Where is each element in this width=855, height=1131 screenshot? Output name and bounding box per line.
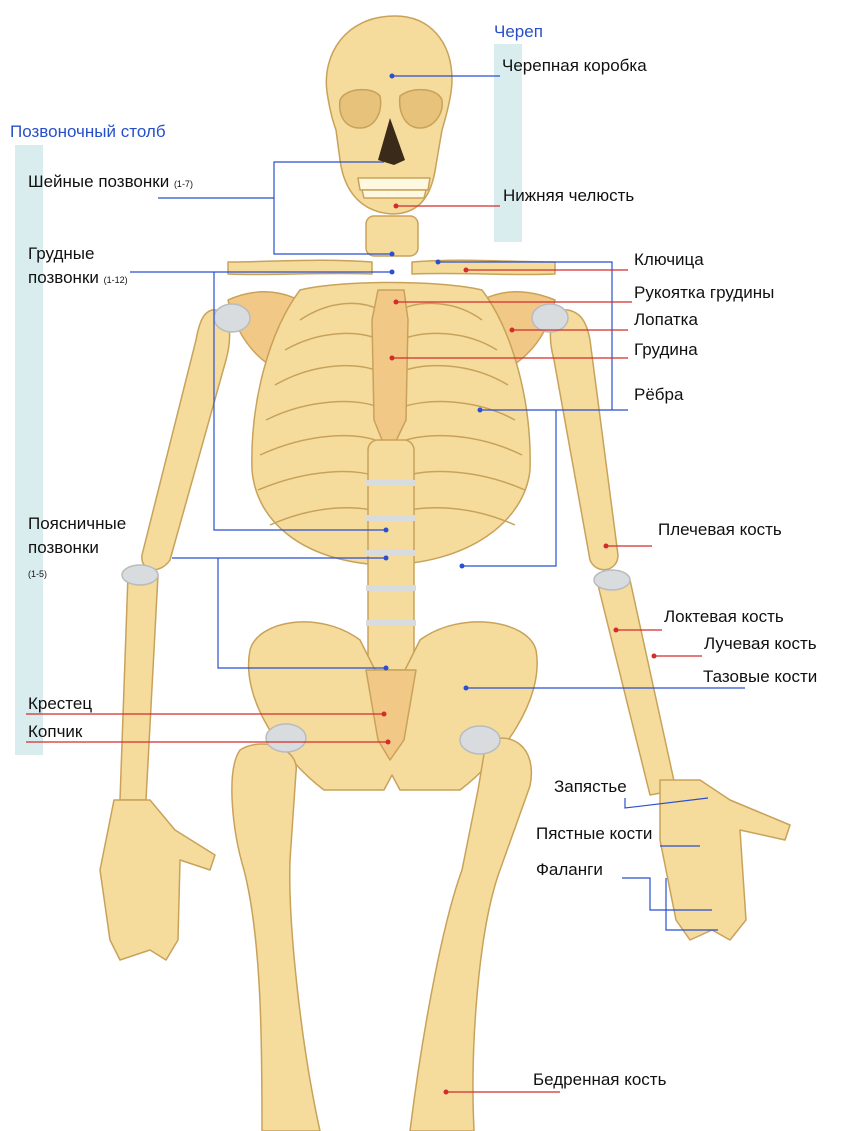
label-thoracic-line1: Грудные <box>28 244 94 264</box>
label-femur: Бедренная кость <box>533 1070 666 1090</box>
label-lumbar-line2: позвонки <box>28 538 99 558</box>
sternum <box>372 290 408 445</box>
femur-right <box>410 738 531 1131</box>
label-phalanges: Фаланги <box>536 860 603 880</box>
label-ribs: Рёбра <box>634 385 683 405</box>
label-sacrum: Крестец <box>28 694 92 714</box>
spine-group-title: Позвоночный столб <box>10 122 166 142</box>
label-coccyx: Копчик <box>28 722 82 742</box>
cervical-vertebrae <box>366 216 418 256</box>
upper-teeth <box>358 178 430 190</box>
spine-group-bar <box>15 145 43 755</box>
label-humerus: Плечевая кость <box>658 520 782 540</box>
label-sternum: Грудина <box>634 340 698 360</box>
eye-socket-left <box>340 90 381 128</box>
lower-teeth <box>362 190 426 198</box>
label-manubrium: Рукоятка грудины <box>634 283 774 303</box>
label-pelvis: Тазовые кости <box>703 667 817 687</box>
bones <box>100 16 790 1131</box>
label-scapula: Лопатка <box>634 310 698 330</box>
forearm-left <box>120 575 158 800</box>
label-ulna: Локтевая кость <box>664 607 784 627</box>
skull-group-title: Череп <box>494 22 543 42</box>
label-clavicle: Ключица <box>634 250 704 270</box>
label-radius: Лучевая кость <box>704 634 817 654</box>
label-thoracic-range: (1-12) <box>104 275 128 285</box>
label-metacarpals: Пястные кости <box>536 824 652 844</box>
label-cervical-text: Шейные позвонки <box>28 172 169 191</box>
humerus-right <box>550 310 618 570</box>
hand-right <box>660 780 790 940</box>
label-cranium: Черепная коробка <box>502 56 647 76</box>
humerus-left <box>142 310 230 570</box>
label-cervical-range: (1-7) <box>174 179 193 189</box>
label-thoracic-line2: позвонки (1-12) <box>28 268 128 290</box>
label-cervical: Шейные позвонки (1-7) <box>28 172 193 194</box>
label-mandible: Нижняя челюсть <box>503 186 634 206</box>
femur-left <box>232 744 320 1131</box>
label-carpals: Запястье <box>554 777 627 797</box>
label-lumbar-line1: Поясничные <box>28 514 126 534</box>
label-thoracic-text: позвонки <box>28 268 99 287</box>
hand-left <box>100 800 215 960</box>
label-lumbar-range: (1-5) <box>28 569 47 579</box>
